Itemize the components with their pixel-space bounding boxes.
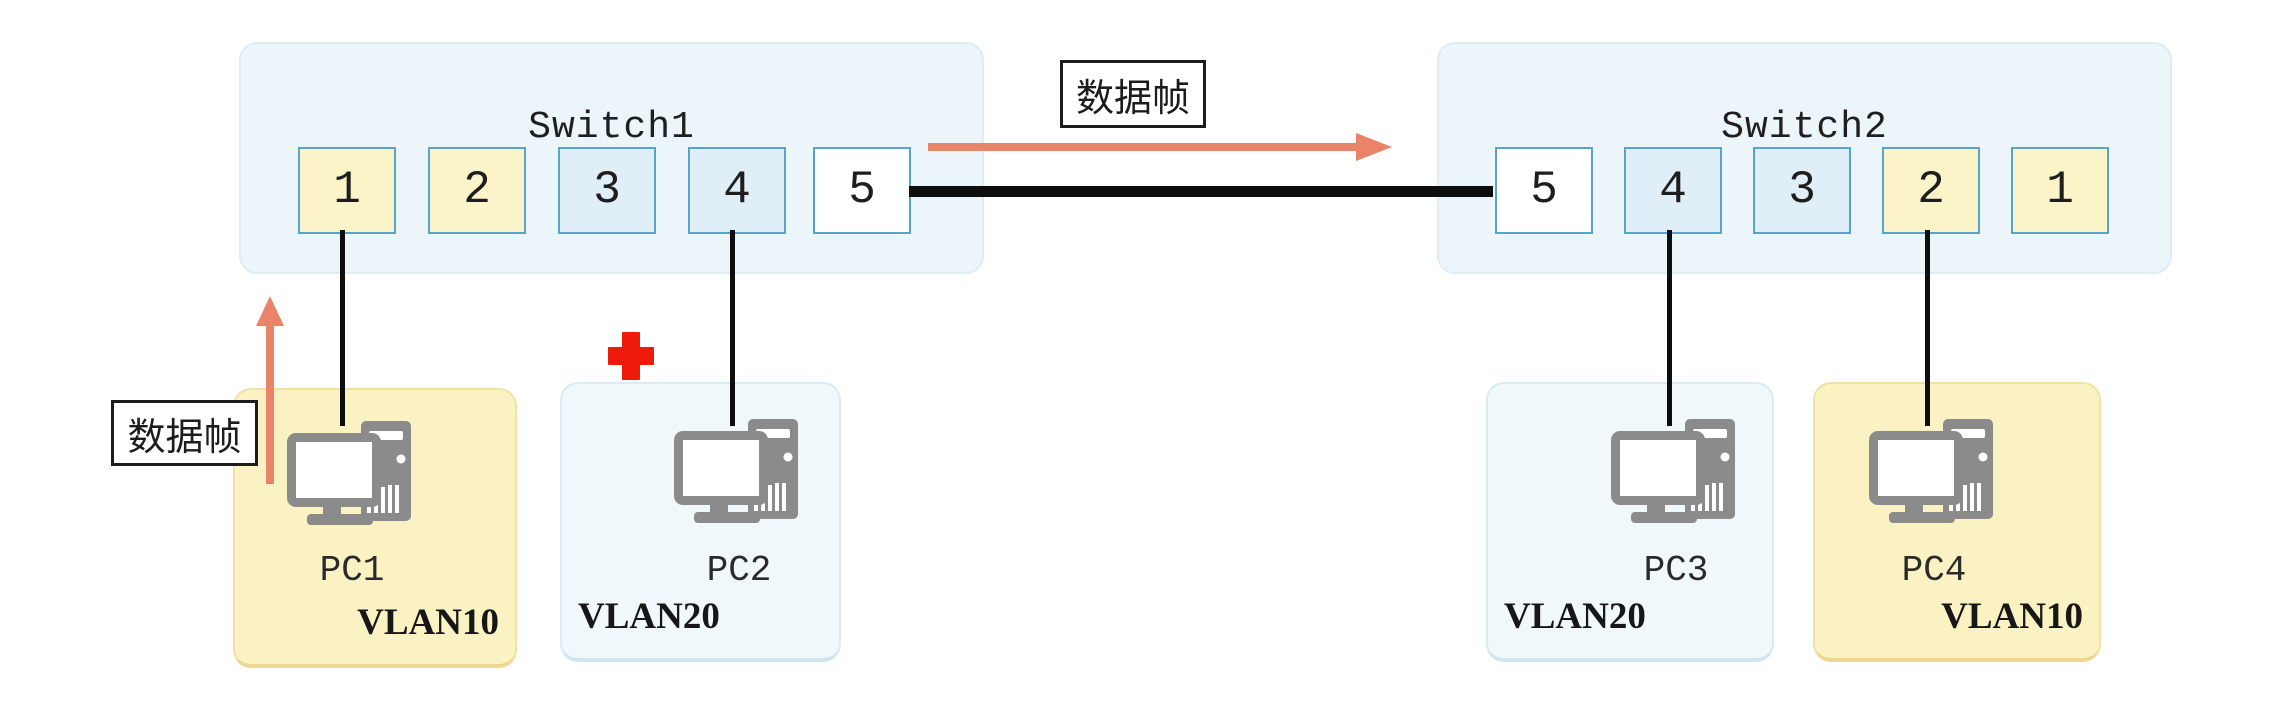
switch1-title: Switch1 [528,106,695,149]
switch2-port-4: 4 [1624,147,1722,234]
blocked-cross-icon [608,332,654,380]
data-frame-label-left: 数据帧 [111,400,258,466]
pc-name: PC4 [1901,550,1967,591]
switch2-port-1: 1 [2011,147,2109,234]
pc4-box: PC4 VLAN10 [1813,382,2101,662]
pc4-cable [1925,230,1930,426]
pc3-box: PC3 VLAN20 [1486,382,1774,662]
vlan-badge: VLAN10 [1941,596,2083,637]
switch2-port-3: 3 [1753,147,1851,234]
pc1-cable [340,230,345,426]
switch1-port-3: 3 [558,147,656,234]
pc-icon [287,421,411,525]
pc-icon [674,419,798,523]
data-frame-arrow-right-head-icon [1356,133,1392,161]
switch2-box: Switch2 5 4 3 2 1 [1437,42,2172,274]
switch2-port-2: 2 [1882,147,1980,234]
switch1-box: Switch1 1 2 3 4 5 [239,42,984,274]
vlan-badge: VLAN20 [1504,596,1646,637]
trunk-link-line [909,186,1493,197]
pc-name: PC1 [319,550,385,591]
pc-name: PC2 [706,550,772,591]
switch1-port-1: 1 [298,147,396,234]
pc3-cable [1667,230,1672,426]
pc2-cable [730,230,735,426]
data-frame-arrow-right-icon [928,143,1358,151]
switch2-title: Switch2 [1721,106,1888,149]
vlan-badge: VLAN10 [357,602,499,643]
pc2-box: PC2 VLAN20 [560,382,841,662]
data-frame-label-top: 数据帧 [1060,60,1206,128]
data-frame-arrow-up-head-icon [256,296,284,326]
pc-icon [1869,419,1993,523]
vlan-badge: VLAN20 [578,596,720,637]
switch1-port-4: 4 [688,147,786,234]
switch2-port-5: 5 [1495,147,1593,234]
switch1-port-2: 2 [428,147,526,234]
pc-icon [1611,419,1735,523]
switch1-port-5: 5 [813,147,911,234]
pc1-box: PC1 VLAN10 [233,388,517,668]
data-frame-arrow-up-icon [266,322,274,484]
pc-name: PC3 [1643,550,1709,591]
